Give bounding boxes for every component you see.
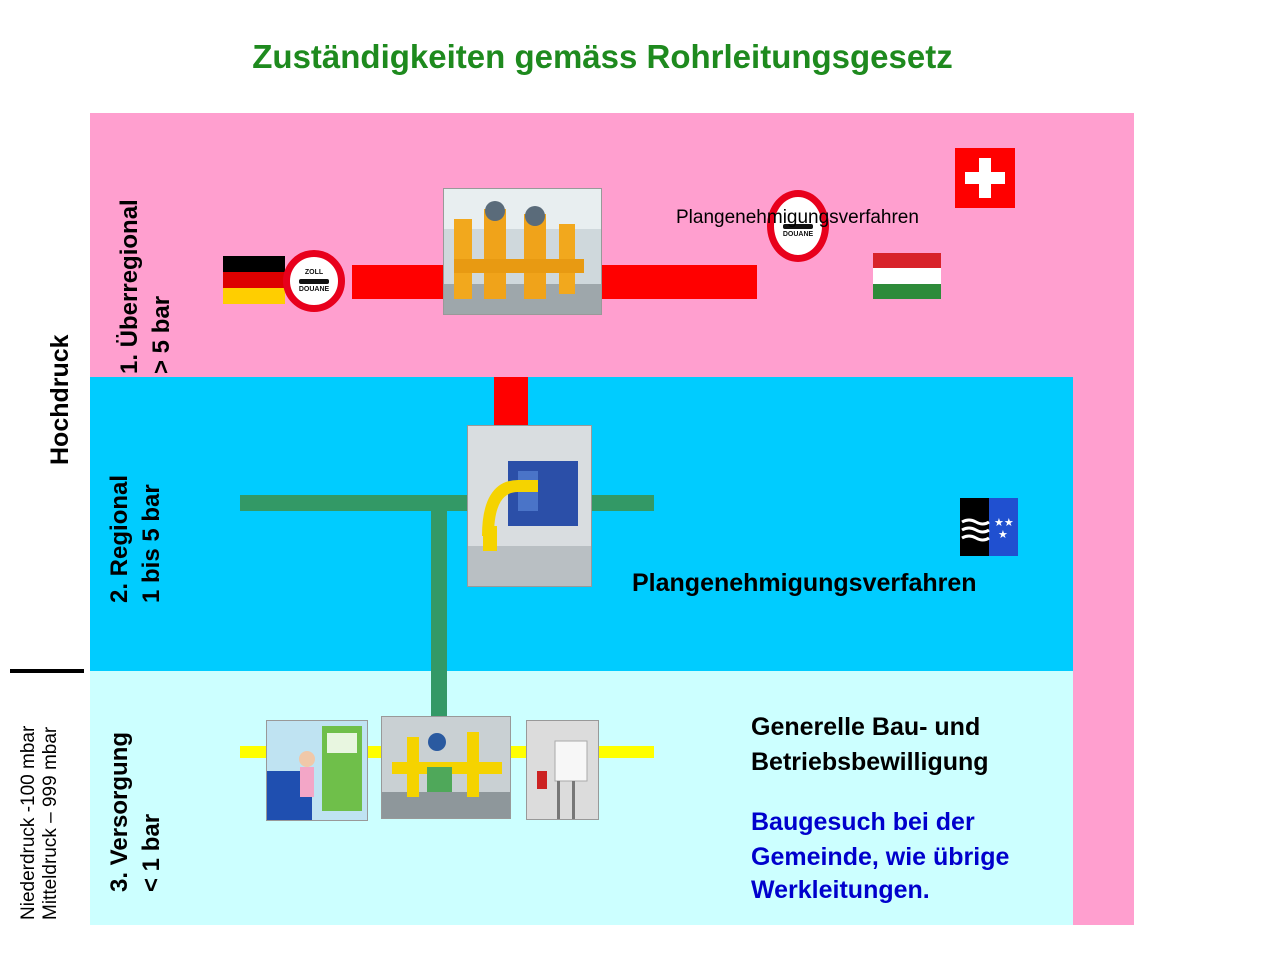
level3-permit-line2: Gemeinde, wie übrige xyxy=(751,843,1010,871)
level3-permit-line1: Baugesuch bei der xyxy=(751,808,975,836)
pressure-divider xyxy=(10,669,84,673)
hungary-flag-icon xyxy=(873,253,941,299)
level1-name: 1. Überregional xyxy=(116,199,143,374)
regional-station-photo xyxy=(467,425,592,587)
level1-pressure: > 5 bar xyxy=(148,295,175,374)
niederdruck-text: Niederdruck -100 mbar xyxy=(18,725,39,920)
customs-sign-icon: ZOLL DOUANE xyxy=(283,250,345,312)
level3-approval-line2: Betriebsbewilligung xyxy=(751,748,989,776)
level3-permit-line3: Werkleitungen. xyxy=(751,876,930,904)
mitteldruck-text: Mitteldruck – 999 mbar xyxy=(40,726,61,920)
level3-pressure: < 1 bar xyxy=(138,813,165,892)
page-title: Zuständigkeiten gemäss Rohrleitungsgeset… xyxy=(252,38,953,75)
customs-sign-icon: ZOLL DOUANE xyxy=(767,190,829,262)
germany-flag-icon xyxy=(223,256,285,304)
high-pressure-riser xyxy=(494,377,528,425)
canton-flag-icon: ★★ ★ xyxy=(960,498,1018,556)
pipeline-station-photo xyxy=(443,188,602,315)
level3-approval-line1: Generelle Bau- und xyxy=(751,713,981,741)
low-pressure-label: Niederdruck -100 mbar Mitteldruck – 999 … xyxy=(18,684,62,920)
svg-text:★: ★ xyxy=(998,528,1008,541)
swiss-flag-icon xyxy=(955,148,1015,208)
level2-name: 2. Regional xyxy=(106,474,133,603)
regional-branch xyxy=(431,503,447,725)
level2-procedure: Plangenehmigungsverfahren xyxy=(632,569,977,597)
svg-text:★★: ★★ xyxy=(994,516,1014,529)
level3-label: 3. Versorgung < 1 bar xyxy=(104,712,168,892)
level2-label: 2. Regional 1 bis 5 bar xyxy=(104,433,168,603)
regulator-station-photo xyxy=(381,716,511,819)
level1-procedure: Plangenehmigungsverfahren xyxy=(676,207,919,228)
filling-station-photo xyxy=(266,720,368,821)
domestic-boiler-photo xyxy=(526,720,599,820)
level3-name: 3. Versorgung xyxy=(106,731,133,892)
hochdruck-label: Hochdruck xyxy=(46,334,74,465)
level1-label: 1. Überregional > 5 bar xyxy=(114,154,178,374)
level2-pressure: 1 bis 5 bar xyxy=(138,484,165,603)
